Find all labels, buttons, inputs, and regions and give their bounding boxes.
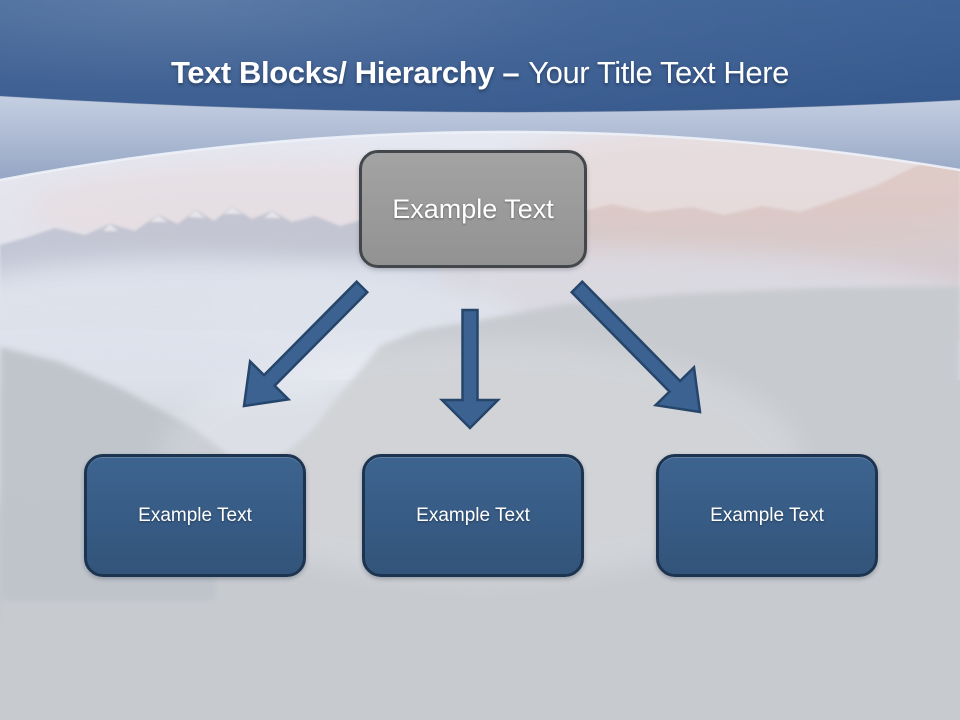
hierarchy-root-box[interactable]: Example Text (359, 150, 587, 268)
hierarchy-child-box-3[interactable]: Example Text (656, 454, 878, 577)
arrow-down-left-icon[interactable] (242, 279, 370, 408)
arrow-down-icon[interactable] (438, 308, 502, 430)
hierarchy-root-label: Example Text (392, 193, 554, 224)
slide-title-normal: Your Title Text Here (528, 55, 790, 90)
hierarchy-child-label: Example Text (138, 504, 252, 526)
snow-caps (103, 207, 281, 231)
hierarchy-child-box-1[interactable]: Example Text (84, 454, 306, 577)
slide-title[interactable]: Text Blocks/ Hierarchy –Your Title Text … (0, 52, 960, 94)
hierarchy-child-label: Example Text (710, 504, 824, 526)
hierarchy-child-label: Example Text (416, 504, 530, 526)
slide-title-emphasis: Text Blocks/ Hierarchy – (170, 55, 520, 90)
hierarchy-child-box-2[interactable]: Example Text (362, 454, 584, 577)
arc-band (0, 95, 960, 182)
arrow-down-right-icon[interactable] (569, 279, 702, 414)
